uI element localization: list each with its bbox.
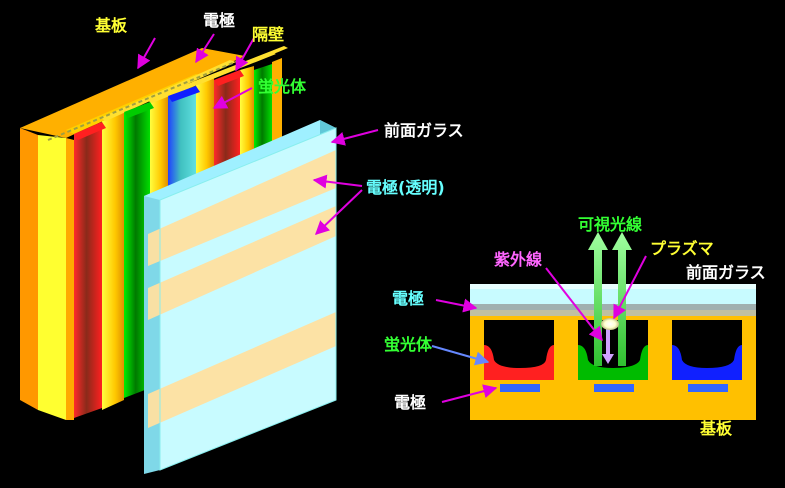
phosphor-leader-arrow: [431, 345, 490, 366]
label-barrier: 隔壁: [252, 25, 284, 44]
label-electrode-right: 電極: [392, 289, 424, 308]
label-front-glass-right: 前面ガラス: [686, 263, 766, 282]
leader-arrows: [137, 33, 647, 403]
label-phosphor-right: 蛍光体: [384, 335, 433, 354]
label-substrate-bottom: 基板: [699, 419, 733, 438]
label-phosphor-top: 蛍光体: [258, 77, 307, 96]
label-electrode-bottom: 電極: [394, 393, 426, 412]
label-visible-light: 可視光線: [578, 215, 642, 234]
plasma-glow: [601, 318, 619, 330]
label-front-glass-left: 前面ガラス: [384, 121, 464, 140]
back-substrate-3d: [20, 48, 245, 420]
label-substrate-top: 基板: [94, 16, 128, 35]
label-ultraviolet: 紫外線: [494, 250, 542, 269]
label-electrode-transparent: 電極(透明): [366, 178, 445, 197]
visible-light-arrows: [588, 232, 632, 366]
front-glass-3d: [144, 120, 337, 474]
ultraviolet-arrow: [602, 326, 614, 364]
cross-section: [470, 284, 756, 420]
label-plasma: プラズマ: [650, 239, 714, 258]
label-electrode-top: 電極: [203, 11, 235, 30]
